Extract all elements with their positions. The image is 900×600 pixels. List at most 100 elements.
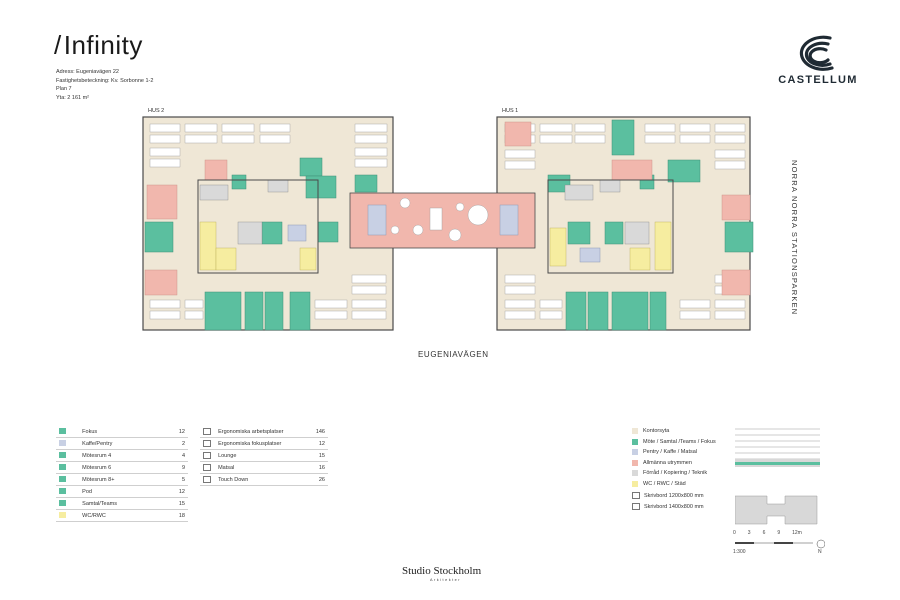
scale-tick: 9: [777, 530, 781, 536]
legend-label: Touch Down: [215, 473, 292, 486]
legend-swatch: [56, 485, 80, 498]
legend-label: Mötesrum 8+: [79, 473, 152, 486]
key-plan-diagram: [735, 495, 818, 525]
street-label: EUGENIAVÄGEN: [418, 350, 489, 359]
scale-ticks: 0 3 6 9 12m: [733, 530, 802, 536]
key-label: Möte / Samtal /Teams / Fokus: [643, 438, 716, 445]
info-floor: Plan 7: [56, 86, 72, 92]
page-title: /Infinity: [54, 30, 143, 60]
legend-label: Samtal/Teams: [79, 497, 152, 510]
brand-name: CASTELLUM: [778, 74, 858, 86]
desk-label: Skrivbord 1200x800 mm: [644, 492, 704, 499]
key-row: Möte / Samtal /Teams / Fokus: [632, 437, 716, 448]
legend-value: 12: [292, 437, 328, 450]
key-swatch: [632, 438, 638, 445]
technical-rooms: [199, 179, 650, 245]
legend-value: 146: [292, 426, 328, 438]
key-label: Pentry / Kaffe / Matsal: [643, 449, 698, 456]
legend-label: Mötesrum 6: [79, 461, 152, 474]
scale-bar: [735, 539, 825, 549]
architect-subtitle: Arkitekter: [430, 578, 462, 582]
legend-label: Fokus: [79, 426, 152, 438]
castellum-logo-icon: [799, 35, 834, 71]
architect-name: Studio Stockholm: [402, 565, 482, 577]
legend-value: 15: [292, 449, 328, 462]
legend-value: 5: [152, 473, 188, 486]
meeting-rooms: [144, 119, 754, 331]
legend-swatch: [56, 473, 80, 486]
legend-label: Pod: [79, 485, 152, 498]
legend-value: 15: [152, 497, 188, 510]
legend-row: Mötesrum 8+5: [56, 473, 188, 486]
legend-label: Mötesrum 4: [79, 449, 152, 462]
info-property-id: Fastighetsbeteckning: Kv. Sorbonne 1-2: [56, 77, 154, 84]
key-row: Förråd / Kopiering / Teknik: [632, 468, 716, 479]
legend-swatch: [56, 461, 80, 474]
property-info: Adress: Eugeniavägen 22 Fastighetsbeteck…: [56, 68, 153, 102]
key-swatch: [632, 449, 638, 456]
legend-label: Matsal: [215, 461, 292, 474]
desk-label: Skrivbord 1400x800 mm: [644, 503, 704, 510]
legend-swatch: [56, 497, 80, 510]
park-label: NORRA NORRA STATIONSPARKEN: [790, 160, 799, 316]
info-area: Yta: 2 161 m²: [56, 94, 90, 101]
building-label-left: HUS 2: [148, 108, 165, 114]
legend-value: 12: [152, 485, 188, 498]
legend-value: 26: [292, 473, 328, 486]
legend-label: WC/RWC: [79, 509, 152, 522]
scale-ratio: 1:300: [733, 549, 746, 555]
key-swatch: [632, 470, 638, 477]
building-label-right: HUS 1: [502, 108, 519, 114]
key-label: WC / RWC / Städ: [643, 480, 686, 487]
key-label: Kontorsyta: [643, 428, 670, 435]
legend-label: Ergonomiska fokusplatser: [215, 437, 292, 450]
legend-label: Lounge: [215, 449, 292, 462]
north-arrow-icon: [816, 539, 825, 549]
legend-swatch: [56, 509, 80, 522]
key-swatch: [632, 428, 638, 435]
focus-seat-icon: [200, 437, 216, 450]
legend-swatch: [56, 426, 80, 438]
wc-rooms: [199, 221, 672, 271]
desk-row: Skrivbord 1400x800 mm: [632, 501, 704, 512]
legend-value: 12: [152, 426, 188, 438]
key-row: Kontorsyta: [632, 426, 716, 437]
scale-tick: 3: [747, 530, 751, 536]
desk-icon: [632, 503, 640, 510]
info-address: Adress: Eugeniavägen 22: [56, 69, 119, 75]
pentry-areas: [287, 204, 601, 263]
key-swatch: [632, 459, 638, 466]
legend-value: 16: [292, 461, 328, 474]
desk-key: Skrivbord 1200x800 mm Skrivbord 1400x800 …: [632, 490, 704, 512]
key-row: Allmänna utrymmen: [632, 458, 716, 469]
lounge-icon: [200, 449, 216, 462]
legend-value: 18: [152, 509, 188, 522]
building-cores: [197, 179, 674, 274]
desk-icon: [632, 492, 640, 499]
key-label: Allmänna utrymmen: [643, 459, 692, 466]
legend-value: 2: [152, 437, 188, 450]
key-swatch: [632, 480, 638, 487]
legend-label: Kaffe/Pentry: [79, 437, 152, 450]
key-row: WC / RWC / Städ: [632, 479, 716, 490]
workstation-icon: [200, 426, 216, 438]
legend-value: 9: [152, 461, 188, 474]
legend-swatch: [56, 437, 80, 450]
key-label: Förråd / Kopiering / Teknik: [643, 470, 708, 477]
